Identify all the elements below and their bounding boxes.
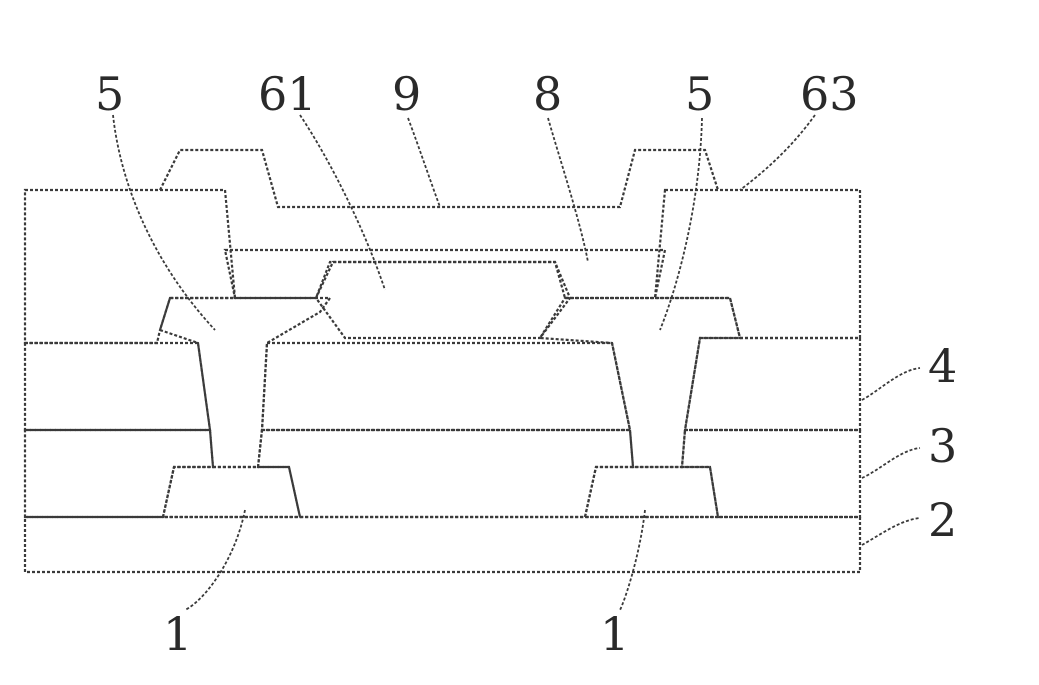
layer-4-left bbox=[25, 343, 210, 430]
label-1-right: 1 bbox=[600, 607, 629, 661]
label-2: 2 bbox=[928, 493, 957, 547]
layer-4-right bbox=[685, 338, 860, 430]
via-5-right bbox=[540, 298, 740, 467]
leader-63 bbox=[740, 115, 815, 190]
leader-8 bbox=[548, 118, 588, 262]
label-63: 63 bbox=[800, 67, 859, 121]
layer-8 bbox=[225, 250, 665, 298]
insulating-layer-3 bbox=[25, 430, 860, 517]
leader-2 bbox=[862, 518, 920, 545]
label-5-left: 5 bbox=[95, 67, 124, 121]
label-3: 3 bbox=[928, 419, 957, 473]
leader-1-left bbox=[185, 510, 245, 610]
crosshatch-block-63 bbox=[655, 190, 860, 338]
leader-4 bbox=[862, 368, 920, 400]
element-61 bbox=[316, 262, 570, 338]
electrode-1-left bbox=[163, 467, 300, 517]
label-1-left: 1 bbox=[163, 607, 192, 661]
via-5-left bbox=[160, 298, 330, 467]
leader-3 bbox=[862, 448, 920, 478]
leader-1-right bbox=[620, 510, 645, 610]
layer-9 bbox=[160, 150, 718, 207]
leader-5-left bbox=[113, 115, 215, 330]
leader-9 bbox=[408, 118, 440, 207]
label-5-right: 5 bbox=[685, 67, 714, 121]
label-9: 9 bbox=[392, 67, 421, 121]
label-4: 4 bbox=[928, 339, 957, 393]
label-8: 8 bbox=[533, 67, 562, 121]
label-61: 61 bbox=[258, 67, 317, 121]
substrate-layer-2 bbox=[25, 517, 860, 572]
leader-61 bbox=[300, 115, 385, 290]
electrode-1-right bbox=[585, 467, 718, 517]
crosshatch-block-left bbox=[25, 190, 235, 343]
layer-4-middle bbox=[262, 343, 630, 430]
